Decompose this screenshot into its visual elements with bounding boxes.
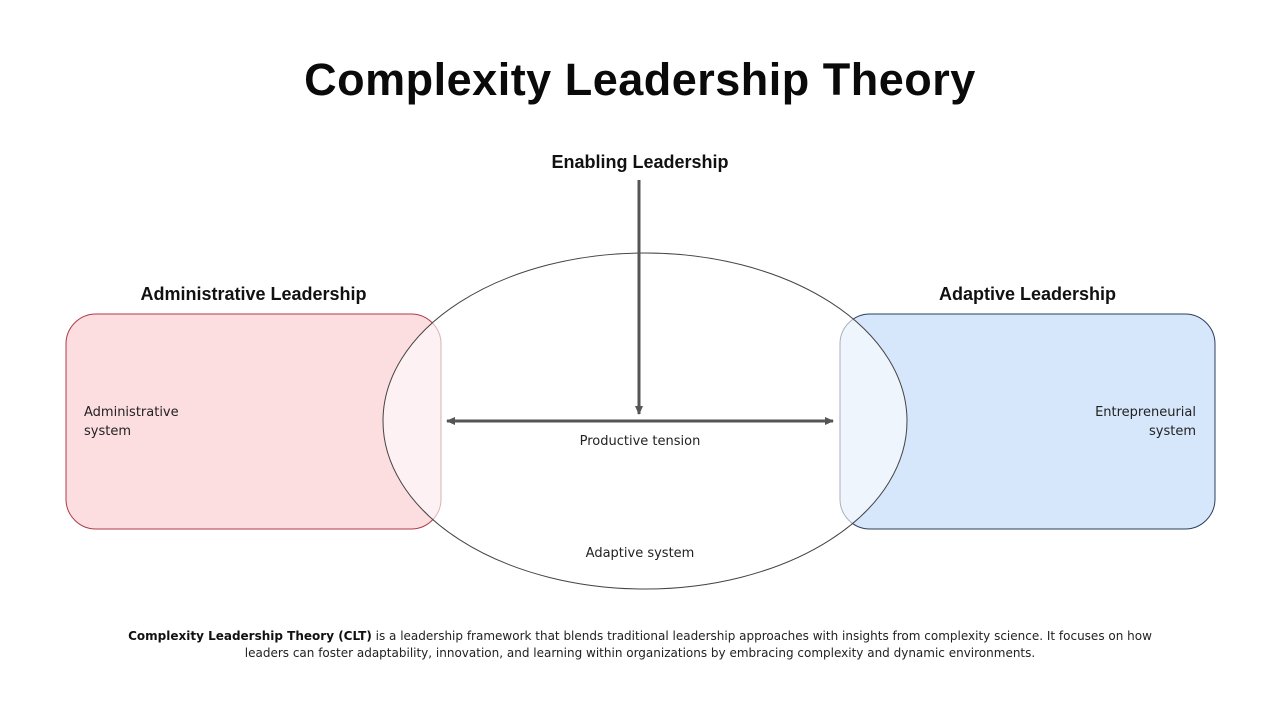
- footer-description: Complexity Leadership Theory (CLT) is a …: [120, 628, 1160, 662]
- entrepreneurial-system-label: Entrepreneurial system: [1095, 405, 1196, 439]
- administrative-leadership-label: Administrative Leadership: [140, 284, 367, 304]
- footer-text: is a leadership framework that blends tr…: [244, 629, 1152, 660]
- enabling-leadership-label: Enabling Leadership: [551, 152, 729, 172]
- footer-term: Complexity Leadership Theory (CLT): [128, 629, 372, 643]
- slide-title: Complexity Leadership Theory: [304, 54, 976, 105]
- productive-tension-label: Productive tension: [579, 434, 701, 449]
- administrative-system-label: Administrative system: [84, 405, 179, 439]
- adaptive-leadership-label: Adaptive Leadership: [938, 284, 1117, 304]
- adaptive-system-label: Adaptive system: [585, 546, 695, 561]
